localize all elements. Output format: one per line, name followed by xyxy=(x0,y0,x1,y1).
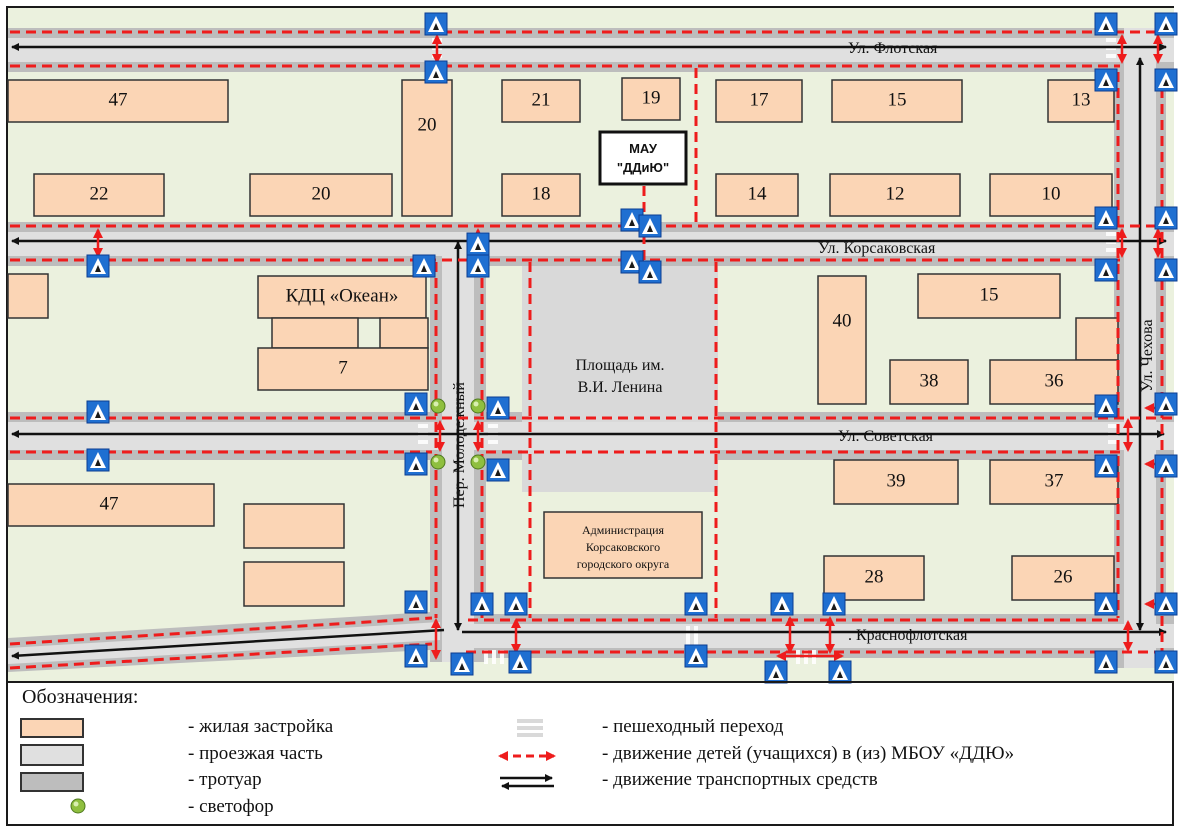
legend-vehicle-route-icon xyxy=(500,774,554,790)
building-label: 10 xyxy=(1042,183,1061,204)
vehicle-routes xyxy=(11,43,1167,660)
building-label: 37 xyxy=(1045,470,1064,491)
legend-crossing-label: - пешеходный переход xyxy=(602,716,784,737)
children-crossings xyxy=(93,34,1174,661)
city-map: 47 20 21 19 17 15 13 22 20 18 14 12 10 К… xyxy=(7,8,1178,684)
admin-label-line3: городского округа xyxy=(577,557,670,571)
building-label: 20 xyxy=(418,114,437,135)
legend-traffic-light-icon xyxy=(70,798,86,814)
okean-label: КДЦ «Океан» xyxy=(286,285,399,306)
building-label: 47 xyxy=(100,493,119,514)
legend-traffic-light-label: - светофор xyxy=(188,796,274,817)
building-label: 22 xyxy=(90,183,109,204)
street-label-korsakovskaya: Ул. Корсаковская xyxy=(818,240,936,257)
legend-sidewalk-swatch xyxy=(20,772,84,792)
building-label: 40 xyxy=(833,310,852,331)
street-label-molodezhny: Пер. Молодежный xyxy=(451,382,468,508)
building-label: 12 xyxy=(886,183,905,204)
legend-children-route-icon xyxy=(498,751,556,761)
legend-children-route-label: - движение детей (учащихся) в (из) МБОУ … xyxy=(602,743,1015,764)
building-label: 17 xyxy=(750,89,769,110)
building-label: 14 xyxy=(748,183,768,204)
building-label: 21 xyxy=(532,89,551,110)
building-label: 36 xyxy=(1045,370,1064,391)
building-label: 13 xyxy=(1072,89,1091,110)
building-label: 18 xyxy=(532,183,551,204)
building-label: 38 xyxy=(920,370,939,391)
administration-building xyxy=(543,511,703,579)
square-label-line2: В.И. Ленина xyxy=(578,379,663,396)
building-label: 7 xyxy=(338,357,348,378)
building-label: 39 xyxy=(887,470,906,491)
school-label-line2: "ДДиЮ" xyxy=(617,160,669,175)
school-label-line1: МАУ xyxy=(629,141,658,156)
building-label: 15 xyxy=(888,89,907,110)
admin-label-line2: Корсаковского xyxy=(586,540,660,554)
lenin-square xyxy=(522,266,718,492)
legend-vehicle-route-label: - движение транспортных средств xyxy=(602,769,878,790)
school-building xyxy=(598,130,688,186)
street-label-krasnoflotskaya: . Краснофлотская xyxy=(848,627,968,644)
legend-crossing-icon xyxy=(517,719,543,737)
legend-sidewalk-label: - тротуар xyxy=(188,769,262,790)
street-label-sovetskaya: Ул. Советская xyxy=(838,428,934,445)
building-label: 19 xyxy=(642,87,661,108)
admin-label-line1: Администрация xyxy=(582,523,665,537)
building-label: 47 xyxy=(109,89,128,110)
building-label: 28 xyxy=(865,566,884,587)
building-label: 15 xyxy=(980,284,999,305)
legend-housing-swatch xyxy=(20,718,84,738)
street-label-flotskaya: Ул. Флотская xyxy=(848,40,938,57)
square-label-line1: Площадь им. xyxy=(575,357,664,374)
street-label-chekhova: Ул. Чехова xyxy=(1139,319,1156,392)
buildings xyxy=(7,77,1119,607)
legend-roadway-swatch xyxy=(20,744,84,766)
legend-title: Обозначения: xyxy=(22,686,139,708)
legend-housing-label: - жилая застройка xyxy=(188,716,334,737)
building-label: 20 xyxy=(312,183,331,204)
legend-roadway-label: - проезжая часть xyxy=(188,743,323,764)
building-label: 26 xyxy=(1054,566,1073,587)
